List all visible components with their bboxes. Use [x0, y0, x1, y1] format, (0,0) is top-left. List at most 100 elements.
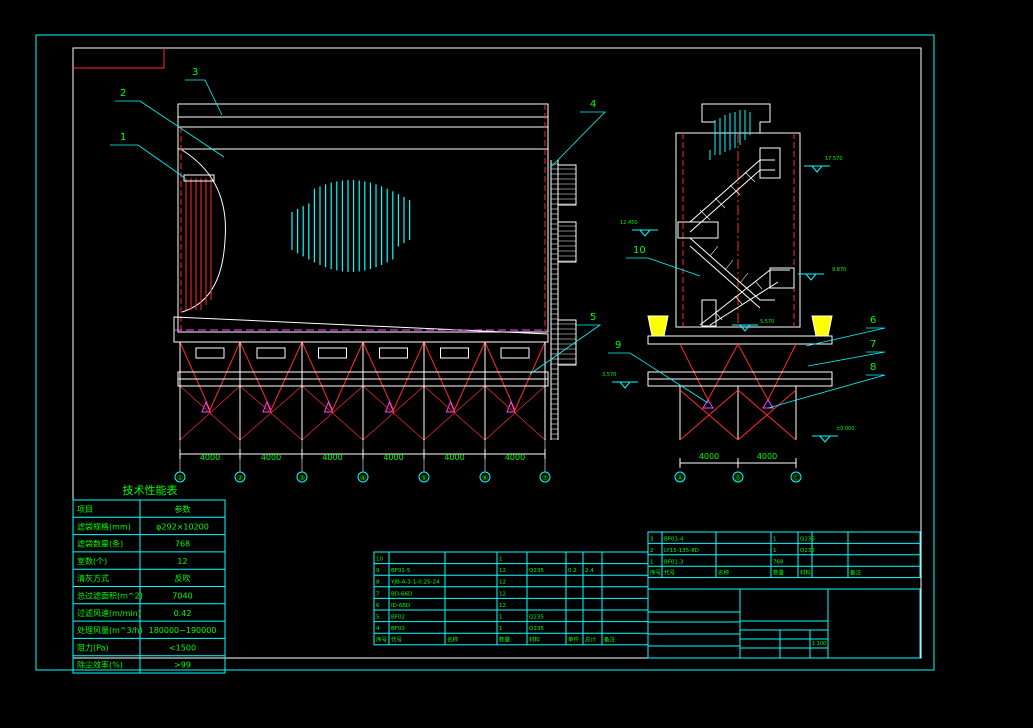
- callout-number: 5: [590, 312, 596, 323]
- tech-item: 清灰方式: [77, 573, 109, 583]
- parts-cell: BF01-3: [664, 559, 684, 565]
- parts-cell: 数量: [499, 636, 511, 644]
- ladder: [550, 160, 577, 440]
- callout-number: 4: [590, 99, 596, 110]
- tech-item: 室数(个): [77, 556, 107, 566]
- parts-cell: 数量: [773, 569, 785, 577]
- callout-number: 6: [870, 315, 876, 326]
- side-span-dim: 4000: [322, 453, 342, 462]
- side-span-dim: 4000: [444, 453, 464, 462]
- tech-value: 768: [175, 540, 190, 549]
- parts-cell: 备注: [604, 636, 616, 644]
- parts-cell: 序号: [376, 636, 388, 644]
- parts-cell: 1: [499, 626, 503, 632]
- parts-cell: Q235: [800, 548, 815, 554]
- end-axis-label: Ⓐ: [677, 474, 684, 482]
- parts-cell: 12: [499, 568, 506, 574]
- parts-cell: 6: [376, 603, 380, 609]
- parts-cell: Q235: [529, 615, 544, 621]
- tech-value: φ292×10200: [156, 522, 209, 531]
- parts-cell: 2.4: [585, 568, 594, 574]
- tech-value: 0.42: [174, 609, 192, 618]
- tech-item: 处理风量(m^3/h): [77, 625, 143, 635]
- parts-cell: BF01-4: [664, 537, 684, 543]
- tech-item: 除尘效率(%): [77, 660, 123, 670]
- parts-cell: 序号: [650, 569, 662, 577]
- level-mark: 3.570: [602, 372, 616, 378]
- tech-value: 反吹: [175, 573, 191, 583]
- parts-cell: 1: [650, 559, 654, 565]
- parts-cell: 3: [650, 537, 654, 543]
- callout-number: 10: [633, 245, 646, 256]
- parts-cell: 代号: [664, 569, 676, 577]
- parts-cell: LY15-135-8D: [664, 548, 699, 554]
- parts-cell: 1: [773, 537, 777, 543]
- parts-cell: YJB-A-3-1-0.25-24: [390, 580, 440, 586]
- parts-cell: 12: [499, 591, 506, 597]
- end-axis-label: Ⓑ: [735, 474, 742, 482]
- parts-cell: 1: [499, 557, 503, 563]
- parts-cell: BD-66D: [391, 591, 412, 597]
- end-span-dim: 4000: [699, 452, 719, 461]
- side-axis-label: ⑥: [482, 474, 488, 482]
- tech-table-title: 技术性能表: [123, 483, 178, 497]
- parts-cell: 单件: [568, 636, 580, 644]
- tech-table: 技术性能表 项目参数滤袋规格(mm)φ292×10200滤袋数量(条)768室数…: [72, 483, 226, 674]
- tech-item: 过滤风速(m/min): [77, 608, 141, 618]
- level-mark: 17.570: [825, 156, 843, 162]
- tech-item: 滤袋规格(mm): [77, 521, 131, 531]
- side-axis-label: ②: [237, 474, 243, 482]
- side-axis-label: ①: [177, 474, 183, 482]
- parts-cell: 768: [773, 559, 784, 565]
- tech-item: 总过滤面积(m^2): [77, 591, 143, 601]
- side-span-dim: 4000: [505, 453, 525, 462]
- callout-number: 3: [192, 67, 198, 78]
- parts-cell: 1: [499, 615, 503, 621]
- tech-value: 参数: [175, 504, 191, 514]
- parts-cell: 总计: [585, 636, 597, 644]
- callout-number: 1: [120, 132, 126, 143]
- title-block: 1:100: [647, 588, 921, 659]
- parts-cell: 12: [499, 603, 506, 609]
- tech-value: 180000~190000: [149, 626, 217, 635]
- parts-cell: 材料: [529, 636, 541, 644]
- tech-item: 项目: [77, 505, 93, 514]
- parts-cell: 9: [376, 568, 380, 574]
- corner-mark: [73, 48, 165, 69]
- callout-number: 9: [615, 340, 621, 351]
- side-axis-label: ⑦: [542, 474, 548, 482]
- tech-value: <1500: [169, 643, 196, 652]
- parts-cell: 名称: [718, 569, 730, 577]
- parts-cell: 2: [650, 548, 654, 554]
- level-mark: ±0.000: [836, 426, 855, 432]
- end-axes: Ⓐ Ⓑ Ⓒ: [674, 471, 802, 483]
- parts-cell: BF01-5: [391, 568, 411, 574]
- hatch-area: [291, 180, 411, 272]
- tech-value: >99: [174, 661, 191, 670]
- side-axis-label: ⑤: [421, 474, 427, 482]
- parts-cell: 材料: [800, 569, 812, 577]
- inner-frame: [72, 47, 922, 659]
- callout-number: 2: [120, 88, 126, 99]
- tech-item: 阻力(Pa): [77, 642, 109, 652]
- parts-cell: BF03: [391, 626, 405, 632]
- level-mark: 9.870: [832, 267, 846, 273]
- side-span-dim: 4000: [261, 453, 281, 462]
- parts-cell: 7: [376, 591, 380, 597]
- parts-cell: 8: [376, 580, 380, 586]
- side-axis-label: ③: [299, 474, 305, 482]
- end-axis-label: Ⓒ: [793, 474, 800, 482]
- hoppers: [179, 341, 546, 441]
- parts-cell: BF02: [391, 615, 405, 621]
- bag-bank: [181, 149, 226, 313]
- parts-cell: Q235: [800, 537, 815, 543]
- outer-frame: [35, 34, 935, 671]
